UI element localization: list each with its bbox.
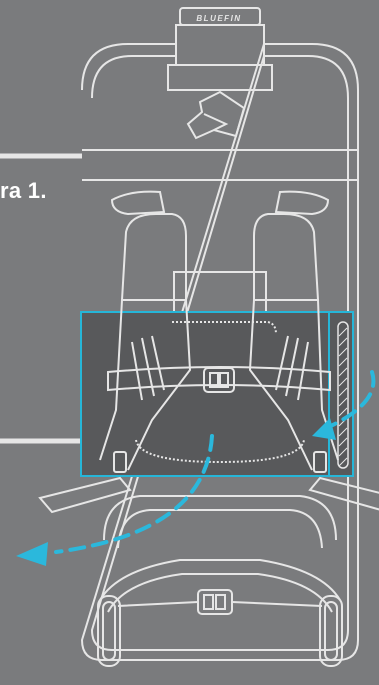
wheels: [98, 596, 342, 666]
shoulder-straps: [122, 214, 318, 312]
logo-mark: [188, 92, 244, 138]
figure-label: ra 1.: [0, 178, 47, 204]
bottom-buckle: [118, 590, 322, 614]
brand-logo: BLUEFIN: [196, 14, 241, 23]
arrow-head-left: [16, 542, 48, 566]
hip-belt: [40, 478, 379, 612]
